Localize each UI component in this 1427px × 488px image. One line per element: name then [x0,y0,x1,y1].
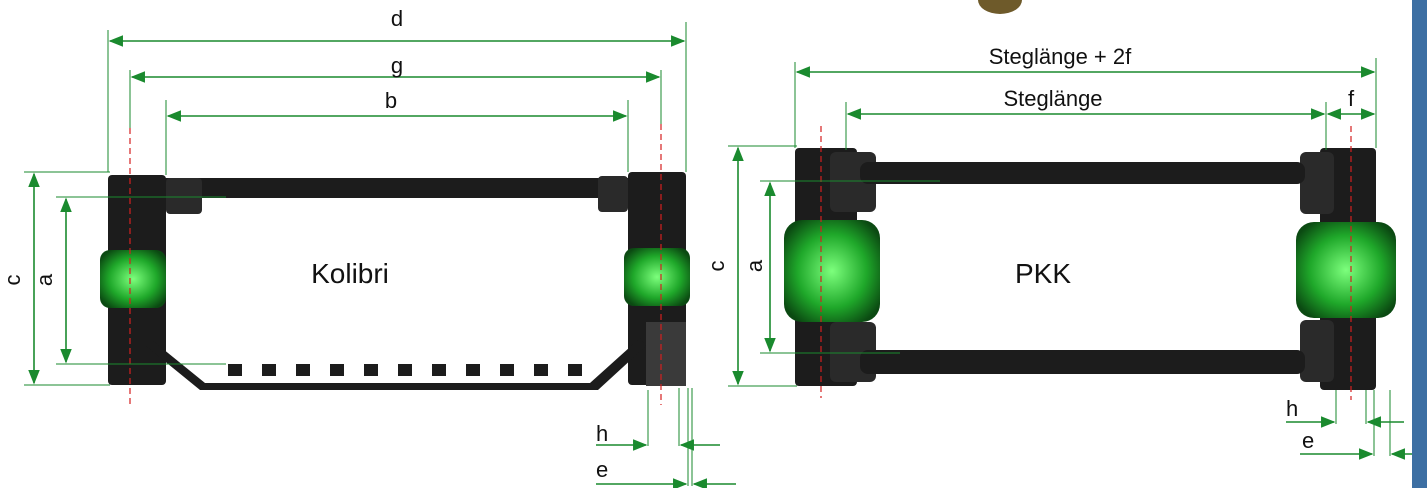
right-edge-strip [1412,0,1427,488]
label-a: a [32,273,57,286]
pkk-right-top-block [1300,152,1334,214]
label-steglaenge-2f: Steglänge + 2f [989,44,1132,69]
kolibri-bottom-trough [146,338,646,390]
kolibri-right-pin [624,248,690,306]
label-e: e [596,457,608,482]
label-g: g [391,53,403,78]
top-edge-part-fragment [978,0,1022,14]
kolibri-top-right-clip [598,176,628,212]
pkk-title: PKK [1015,258,1071,289]
kolibri-drawing [100,124,690,405]
kolibri-left-pin [100,250,166,308]
kolibri-top-left-clip [166,178,202,214]
pkk-label-a: a [742,259,767,272]
pkk-dimensions [728,58,1424,460]
kolibri-top-bar [160,178,635,198]
label-c: c [0,275,25,286]
label-h: h [596,421,608,446]
pkk-bottom-bar [860,350,1305,374]
pkk-label-e: e [1302,428,1314,453]
kolibri-bottom-teeth [228,364,582,376]
pkk-top-bar [860,162,1305,184]
label-b: b [385,88,397,113]
label-f: f [1348,86,1355,111]
pkk-right-bottom-block [1300,320,1334,382]
pkk-right-pin [1296,222,1396,318]
label-d: d [391,6,403,31]
kolibri-right-foot [646,322,686,386]
pkk-label-h: h [1286,396,1298,421]
label-steglaenge: Steglänge [1003,86,1102,111]
pkk-left-pin [784,220,880,322]
pkk-drawing [784,126,1396,400]
kolibri-title: Kolibri [311,258,389,289]
pkk-label-c: c [704,261,729,272]
kolibri-dimensions [24,22,736,488]
